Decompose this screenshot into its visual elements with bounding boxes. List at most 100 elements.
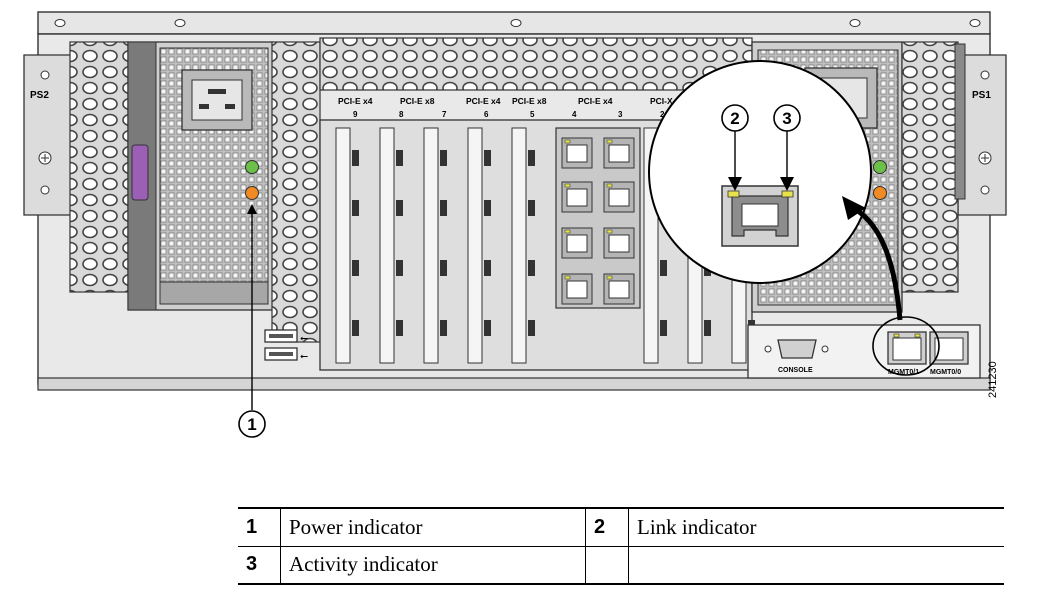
- slot-latch: [396, 320, 403, 336]
- flange-screw-hole: [510, 19, 522, 27]
- slot-latch: [484, 320, 491, 336]
- slot-number: 4: [572, 110, 577, 119]
- slot-latch: [396, 150, 403, 166]
- mgmt-port-0: MGMT0/0: [929, 331, 969, 376]
- slot-number: 7: [442, 110, 447, 119]
- rj45-led: [564, 275, 571, 280]
- usb-ports: ⭠ ⭠: [264, 329, 308, 362]
- slot-latch: [528, 320, 535, 336]
- rack-ear-hole: [980, 70, 990, 80]
- slot-cover: [335, 127, 351, 364]
- console-port: CONSOLE: [764, 339, 829, 374]
- zoom-magnifier: [648, 60, 872, 284]
- pcie-label: PCI-X: [650, 96, 673, 106]
- pcie-label: PCI-E x4: [338, 96, 373, 106]
- legend-description: [628, 545, 1004, 585]
- slot-latch: [704, 320, 711, 336]
- zoom-arrowhead: [842, 196, 866, 220]
- slot-number: 3: [618, 110, 623, 119]
- slot-latch: [528, 150, 535, 166]
- pcie-label-row: PCI-E x4 PCI-E x8 PCI-E x4 PCI-E x8 PCI-…: [338, 96, 673, 106]
- thumbscrew-icon: [978, 151, 992, 165]
- rj45-opening: [608, 234, 630, 253]
- rj45-opening: [566, 188, 588, 207]
- rj45-opening: [608, 280, 630, 299]
- fault-indicator-led: [245, 186, 259, 200]
- slot-latch: [440, 260, 447, 276]
- rj45-led: [606, 275, 613, 280]
- flange-screw-hole: [174, 19, 186, 27]
- activity-led: [781, 190, 794, 198]
- fault-indicator-led: [873, 186, 887, 200]
- rj45-opening: [608, 144, 630, 163]
- flange-screw-hole: [849, 19, 861, 27]
- svg-text:2: 2: [730, 109, 739, 128]
- rj45-led: [606, 229, 613, 234]
- slot-latch: [352, 320, 359, 336]
- ps2-vent-left: [69, 41, 129, 293]
- slot-latch: [352, 260, 359, 276]
- slot-latch: [484, 200, 491, 216]
- slot-latch: [352, 200, 359, 216]
- mgmt-port-highlight: [872, 316, 940, 376]
- ps2-label: PS2: [30, 90, 49, 101]
- slot-latch: [528, 200, 535, 216]
- pcie-label: PCI-E x8: [512, 96, 547, 106]
- link-led: [727, 190, 740, 198]
- slot-number: 5: [530, 110, 535, 119]
- slot-latch: [660, 320, 667, 336]
- rack-ear-hole: [980, 185, 990, 195]
- usb-icon: ⭠: [300, 333, 308, 344]
- mgmt0-1-label: MGMT0/1: [888, 369, 919, 376]
- slot-latch: [660, 260, 667, 276]
- left-vent-strip: [271, 41, 321, 343]
- slot-number-row: 9 8 7 6 5 4 3 2: [353, 110, 665, 119]
- slot-number: 2: [660, 110, 665, 119]
- callout-legend-table: 1 Power indicator 2 Link indicator 3 Act…: [238, 507, 1004, 585]
- svg-text:3: 3: [782, 109, 791, 128]
- slot-cover: [511, 127, 527, 364]
- ps1-handle: [954, 43, 966, 200]
- rj45-led: [606, 183, 613, 188]
- figure-id: 241230: [987, 361, 999, 398]
- slot-latch: [352, 150, 359, 166]
- rj45-opening: [566, 144, 588, 163]
- mgmt0-0-label: MGMT0/0: [930, 369, 961, 376]
- flange-screw-hole: [54, 19, 66, 27]
- legend-row: 3 Activity indicator: [238, 545, 1004, 585]
- flange-screw-hole: [969, 19, 981, 27]
- slot-cover: [379, 127, 395, 364]
- legend-number: 1: [238, 507, 281, 546]
- chassis-bottom-rail: [37, 377, 991, 391]
- pcie-label: PCI-E x4: [466, 96, 501, 106]
- slot-number: 8: [399, 110, 404, 119]
- rj45-led: [564, 183, 571, 188]
- slot-latch: [528, 260, 535, 276]
- mgmt-port-1: MGMT0/1: [887, 331, 927, 376]
- slot-cover: [467, 127, 483, 364]
- rj45-led: [564, 139, 571, 144]
- ps1-label: PS1: [972, 90, 991, 101]
- callout-2: 2: [721, 104, 749, 191]
- slot-cover: [423, 127, 439, 364]
- callout-1: 1: [238, 204, 266, 438]
- callout-3: 3: [773, 104, 801, 191]
- slot-latch: [440, 200, 447, 216]
- rj45-opening: [566, 234, 588, 253]
- quad-port-jacks: [561, 137, 635, 305]
- zoomed-rj45-port: [721, 185, 799, 247]
- legend-number: 2: [585, 507, 629, 546]
- power-indicator-led: [245, 160, 259, 174]
- rj45-opening: [566, 280, 588, 299]
- rack-ear-hole: [40, 70, 50, 80]
- rack-ear-hole: [40, 185, 50, 195]
- thumbscrew-icon: [38, 151, 52, 165]
- slot-latch: [484, 150, 491, 166]
- rj45-led: [564, 229, 571, 234]
- legend-description: Link indicator: [628, 507, 1004, 546]
- slot-latch: [440, 320, 447, 336]
- legend-description: Power indicator: [280, 507, 586, 546]
- slot-number: 6: [484, 110, 489, 119]
- purple-release-tab: [131, 144, 149, 201]
- legend-row: 1 Power indicator 2 Link indicator: [238, 507, 1004, 546]
